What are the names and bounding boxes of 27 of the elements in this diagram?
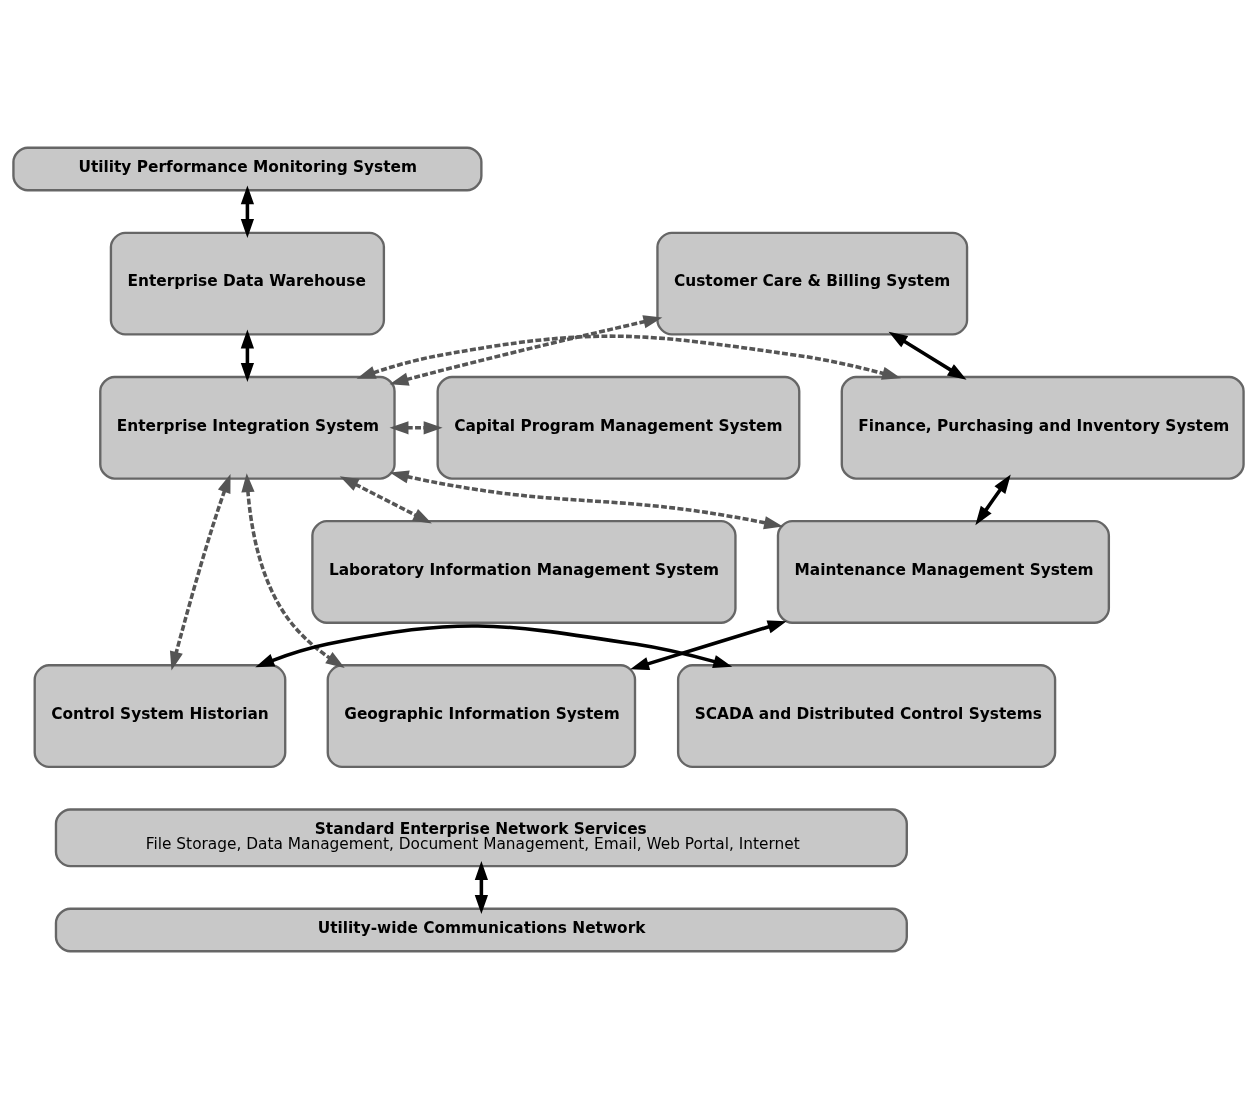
arrow [975, 474, 1011, 526]
node-box: Finance, Purchasing and Inventory System [840, 375, 1245, 480]
arrow [169, 473, 231, 671]
arrow [389, 315, 663, 386]
arrow [474, 861, 489, 915]
arrow [241, 473, 345, 668]
arrow [240, 329, 255, 382]
node-box: Enterprise Integration System [99, 375, 396, 480]
node-box: Customer Care & Billing System [656, 231, 969, 336]
node-box: Capital Program Management System [436, 375, 801, 480]
arrow [888, 331, 967, 380]
node-box: SCADA and Distributed Control Systems [676, 664, 1057, 769]
arrow [339, 476, 432, 524]
arrow [389, 421, 443, 435]
node-box: Control System Historian [33, 664, 287, 769]
arrow [389, 470, 784, 530]
node-box: Laboratory Information Management System [311, 519, 737, 624]
arrow [630, 620, 787, 671]
node-box: Standard Enterprise Network Services File Storage, Data Management, Document Management, Email, Web Portal, Internet [54, 808, 908, 868]
node-box: Geographic Information System [326, 664, 637, 769]
arrow [240, 185, 255, 238]
node-box: Utility-wide Communications Network [54, 907, 908, 953]
node-box: Utility Performance Monitoring System [12, 146, 483, 192]
arrow [255, 624, 733, 668]
node-box: Enterprise Data Warehouse [109, 231, 386, 336]
node-box: Maintenance Management System [776, 519, 1111, 624]
arrow [356, 334, 901, 380]
